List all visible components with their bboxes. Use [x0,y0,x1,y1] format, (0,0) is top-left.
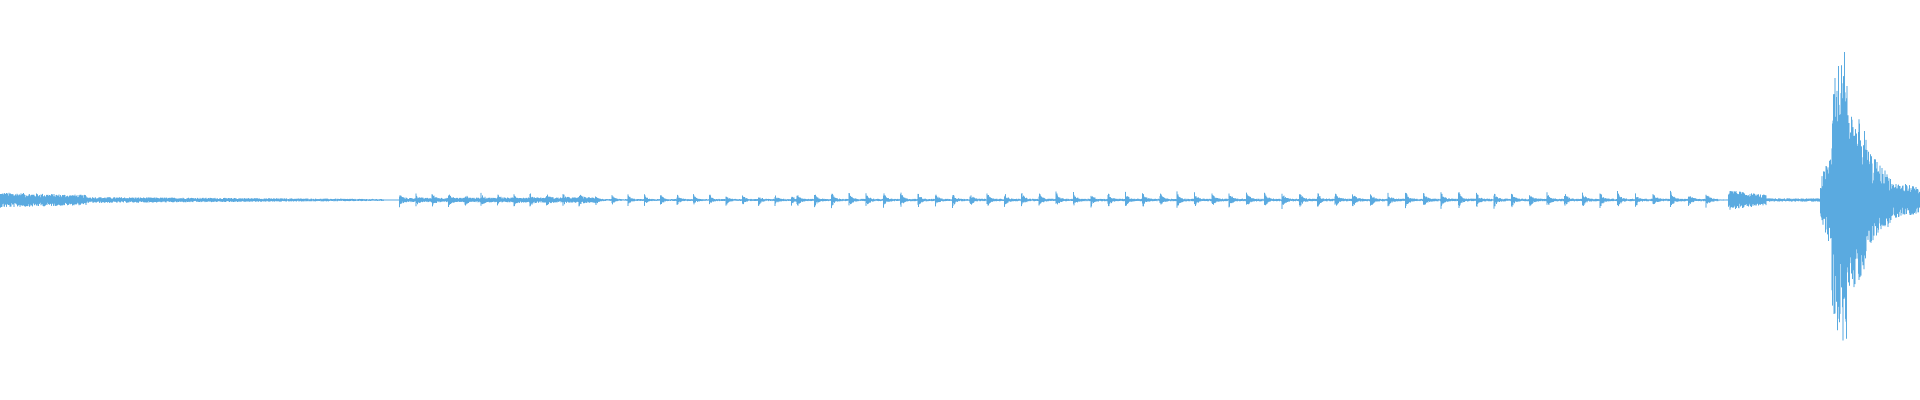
waveform-trace [0,52,1920,341]
